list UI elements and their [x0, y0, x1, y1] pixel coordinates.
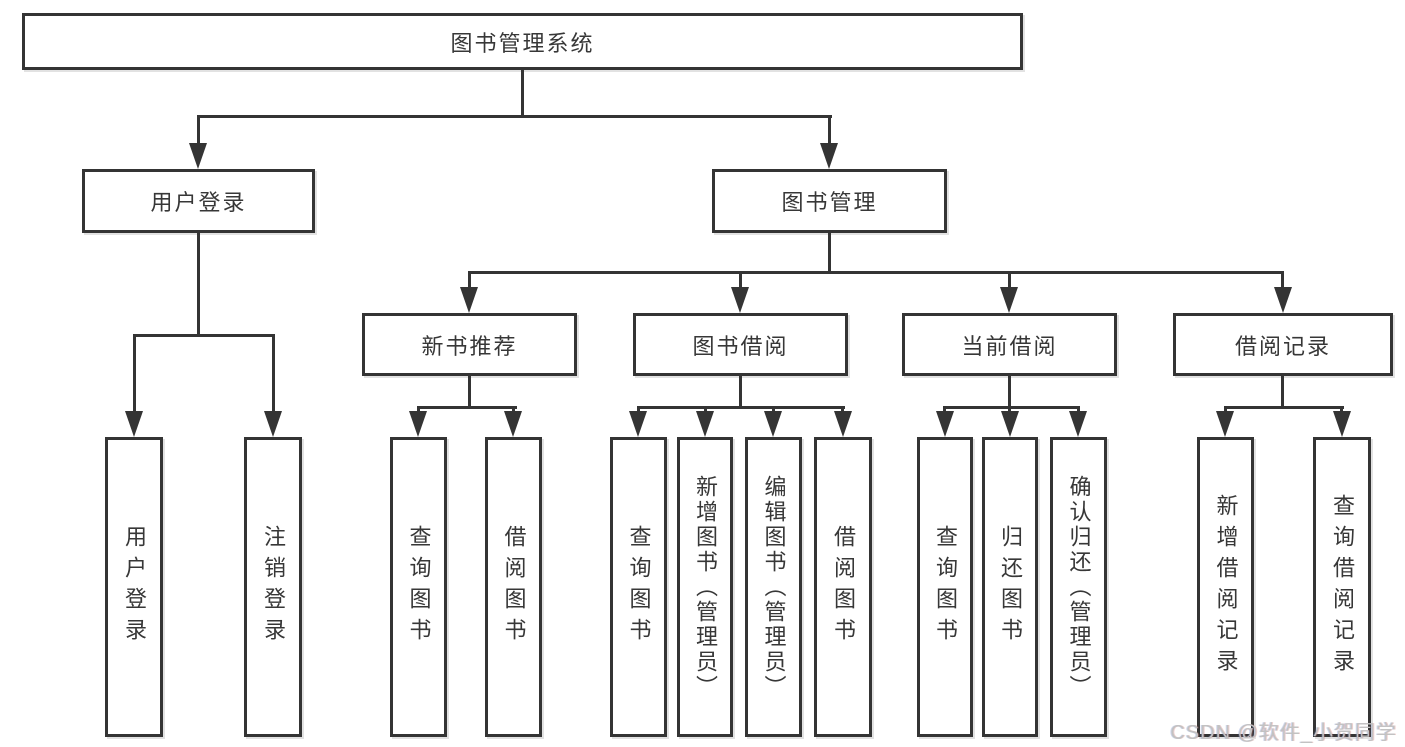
- arrow-down-icon: [1333, 411, 1351, 437]
- node-current-borrow: 当前借阅: [902, 313, 1117, 376]
- arrow-down-icon: [731, 287, 749, 313]
- connector-segment: [468, 271, 471, 289]
- leaf-borrow-books-label: 借阅图书: [831, 525, 856, 649]
- connector-segment: [197, 115, 200, 147]
- connector-segment: [417, 406, 420, 414]
- connector-segment: [521, 69, 524, 117]
- arrow-down-icon: [264, 411, 282, 437]
- connector-segment: [1008, 376, 1011, 409]
- node-new-book-recommend: 新书推荐: [362, 313, 577, 376]
- connector-segment: [512, 406, 515, 414]
- connector-segment: [197, 115, 832, 118]
- arrow-down-icon: [1216, 411, 1234, 437]
- leaf-add-books-admin: 新增图书（管理员）: [677, 437, 733, 737]
- leaf-confirm-return-admin-label: 确认归还（管理员）: [1066, 474, 1092, 700]
- connector-segment: [828, 115, 831, 147]
- node-book-management: 图书管理: [712, 169, 947, 233]
- node-root-label: 图书管理系统: [450, 30, 595, 56]
- leaf-return-books-label: 归还图书: [998, 525, 1023, 649]
- arrow-down-icon: [460, 287, 478, 313]
- connector-segment: [828, 233, 831, 273]
- node-current-borrow-label: 当前借阅: [961, 333, 1058, 359]
- leaf-borrow-query-books: 查询图书: [610, 437, 667, 737]
- connector-segment: [272, 334, 275, 414]
- leaf-current-query-books: 查询图书: [917, 437, 973, 737]
- connector-segment: [1008, 406, 1011, 414]
- arrow-down-icon: [1000, 287, 1018, 313]
- leaf-recommend-query-books-label: 查询图书: [406, 525, 432, 649]
- connector-segment: [704, 406, 707, 414]
- connector-segment: [1008, 271, 1011, 289]
- leaf-logout: 注销登录: [244, 437, 302, 737]
- arrow-down-icon: [1274, 287, 1292, 313]
- arrow-down-icon: [409, 411, 427, 437]
- connector-segment: [417, 406, 517, 409]
- leaf-recommend-borrow-books: 借阅图书: [485, 437, 542, 737]
- connector-segment: [1224, 406, 1344, 409]
- leaf-user-login-label: 用户登录: [122, 525, 147, 649]
- node-user-login: 用户登录: [82, 169, 315, 233]
- leaf-user-login: 用户登录: [105, 437, 163, 737]
- connector-segment: [637, 406, 845, 409]
- connector-segment: [1281, 271, 1284, 289]
- connector-segment: [739, 376, 742, 409]
- node-borrow-record-label: 借阅记录: [1234, 333, 1331, 359]
- leaf-query-borrow-record: 查询借阅记录: [1313, 437, 1371, 737]
- leaf-borrow-query-books-label: 查询图书: [626, 525, 652, 649]
- arrow-down-icon: [189, 143, 207, 169]
- arrow-down-icon: [1001, 411, 1019, 437]
- csdn-watermark: CSDN @软件_小贺同学: [1170, 722, 1397, 744]
- connector-segment: [943, 406, 946, 414]
- connector-segment: [1281, 376, 1284, 409]
- node-new-book-recommend-label: 新书推荐: [421, 333, 518, 359]
- leaf-edit-books-admin: 编辑图书（管理员）: [745, 437, 802, 737]
- leaf-borrow-books: 借阅图书: [814, 437, 872, 737]
- arrow-down-icon: [504, 411, 522, 437]
- leaf-edit-books-admin-label: 编辑图书（管理员）: [761, 474, 787, 700]
- connector-segment: [1077, 406, 1080, 414]
- connector-segment: [133, 334, 275, 337]
- leaf-current-query-books-label: 查询图书: [933, 525, 958, 649]
- arrow-down-icon: [125, 411, 143, 437]
- connector-segment: [468, 376, 471, 409]
- connector-segment: [772, 406, 775, 414]
- arrow-down-icon: [834, 411, 852, 437]
- leaf-query-borrow-record-label: 查询借阅记录: [1330, 494, 1355, 680]
- node-user-login-label: 用户登录: [150, 190, 247, 215]
- connector-segment: [841, 406, 844, 414]
- connector-segment: [1340, 406, 1343, 414]
- leaf-add-borrow-record-label: 新增借阅记录: [1213, 494, 1239, 680]
- leaf-recommend-query-books: 查询图书: [390, 437, 447, 737]
- arrow-down-icon: [820, 143, 838, 169]
- node-book-borrow: 图书借阅: [633, 313, 848, 376]
- node-borrow-record: 借阅记录: [1173, 313, 1393, 376]
- node-book-management-label: 图书管理: [781, 190, 878, 215]
- leaf-add-borrow-record: 新增借阅记录: [1197, 437, 1254, 737]
- connector-segment: [468, 271, 1284, 274]
- leaf-logout-label: 注销登录: [261, 525, 286, 649]
- node-book-borrow-label: 图书借阅: [692, 333, 789, 359]
- connector-segment: [1224, 406, 1227, 414]
- leaf-return-books: 归还图书: [982, 437, 1038, 737]
- leaf-recommend-borrow-books-label: 借阅图书: [501, 525, 527, 649]
- arrow-down-icon: [764, 411, 782, 437]
- arrow-down-icon: [936, 411, 954, 437]
- arrow-down-icon: [629, 411, 647, 437]
- arrow-down-icon: [696, 411, 714, 437]
- leaf-confirm-return-admin: 确认归还（管理员）: [1050, 437, 1107, 737]
- connector-segment: [197, 233, 200, 337]
- connector-segment: [133, 334, 136, 414]
- arrow-down-icon: [1069, 411, 1087, 437]
- connector-segment: [637, 406, 640, 414]
- leaf-add-books-admin-label: 新增图书（管理员）: [693, 474, 718, 700]
- connector-segment: [943, 406, 1080, 409]
- connector-segment: [739, 271, 742, 289]
- node-root-library-system: 图书管理系统: [22, 13, 1023, 70]
